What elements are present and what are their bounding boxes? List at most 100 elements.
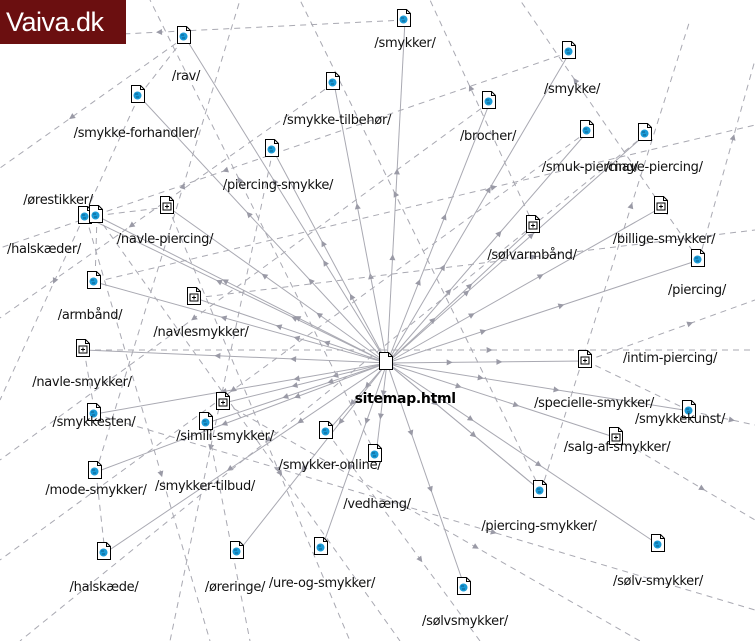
- page-icon: [379, 352, 393, 370]
- cross-edge-line: [585, 360, 691, 412]
- external-edge-arrow: [237, 176, 244, 184]
- external-edge-arrow: [530, 254, 537, 261]
- external-edge-line: [585, 299, 755, 362]
- edge-arrow: [431, 399, 438, 406]
- folder-page-icon: [609, 427, 623, 445]
- edge-arrow: [297, 417, 305, 424]
- external-edge-line: [167, 206, 351, 641]
- web-page-icon: [482, 91, 496, 109]
- node-label: /rav/: [171, 69, 201, 84]
- node-label: /smykker-tilbud/: [155, 479, 255, 494]
- external-edge-arrow: [393, 191, 400, 198]
- external-edge-arrow: [179, 183, 186, 190]
- web-page-icon: [319, 421, 333, 439]
- external-edge-line: [169, 149, 274, 641]
- edge-arrow: [294, 392, 301, 399]
- node-label: /smykke/: [543, 82, 601, 97]
- edge-arrow: [553, 386, 560, 393]
- node-label: /billige-smykker/: [612, 232, 716, 247]
- edge-arrow: [222, 279, 229, 285]
- external-edge-line: [96, 215, 401, 641]
- external-edge-arrow: [627, 202, 634, 210]
- node-label: /salg-af-smykker/: [563, 440, 671, 455]
- folder-page-icon: [526, 215, 540, 233]
- web-page-icon: [368, 444, 382, 462]
- edge-arrow: [327, 378, 334, 384]
- edge-arrow: [485, 186, 491, 194]
- external-edge-line: [0, 101, 491, 461]
- external-edge-line: [540, 19, 691, 492]
- external-edge-arrow: [222, 166, 229, 173]
- web-page-icon: [580, 120, 594, 138]
- web-page-icon: [533, 480, 547, 498]
- node-label: /smykker-online/: [278, 458, 382, 473]
- edge-line: [184, 36, 388, 364]
- edge-arrow: [468, 313, 475, 319]
- external-edge-arrow: [573, 77, 580, 85]
- edge-arrow: [446, 359, 453, 366]
- edge-line: [386, 133, 647, 364]
- edge-line: [83, 349, 388, 364]
- web-page-icon: [230, 541, 244, 559]
- edge-arrow: [527, 233, 534, 240]
- edge-arrow: [316, 312, 324, 319]
- node-label: /halskæder/: [7, 242, 81, 257]
- node-label: /piercing-smykke/: [222, 178, 334, 193]
- edge-arrow: [272, 178, 279, 186]
- external-edge-line: [0, 82, 335, 319]
- edge-arrow: [216, 280, 223, 286]
- folder-page-icon: [187, 287, 201, 305]
- external-edge-arrow: [208, 443, 215, 451]
- web-page-icon: [326, 72, 340, 90]
- node-label: /ørestikker/: [23, 193, 93, 208]
- edge-arrow: [427, 485, 433, 493]
- web-page-icon: [638, 123, 652, 141]
- edge-line: [237, 362, 388, 553]
- edge-arrow: [282, 393, 289, 399]
- external-edge-line: [429, 0, 535, 227]
- external-edge-arrow: [230, 385, 237, 392]
- web-page-icon: [682, 400, 696, 418]
- external-edge-arrow: [486, 347, 493, 353]
- cross-edge-line: [138, 36, 186, 97]
- edge-arrow: [290, 356, 297, 363]
- edge-line: [194, 297, 388, 364]
- edge-arrow: [350, 398, 357, 406]
- edge-arrow: [445, 288, 452, 296]
- graph-edges: [83, 19, 700, 589]
- edge-line: [85, 216, 388, 364]
- folder-page-icon: [654, 196, 668, 214]
- edge-line: [138, 95, 388, 364]
- edge-line: [386, 362, 542, 492]
- web-page-icon: [199, 412, 213, 430]
- edge-arrow: [308, 278, 315, 285]
- edge-arrow: [246, 211, 253, 219]
- edge-arrow: [348, 463, 355, 471]
- edge-line: [386, 362, 660, 546]
- edge-arrow: [354, 203, 361, 210]
- edge-arrow: [479, 329, 487, 335]
- edge-line: [206, 362, 388, 424]
- node-label: /sølvsmykker/: [422, 614, 508, 629]
- edge-arrow: [477, 374, 484, 381]
- brand-logo[interactable]: Vaiva.dk: [0, 0, 126, 44]
- external-edge-line: [85, 216, 211, 641]
- edge-arrow: [415, 279, 421, 286]
- external-edge-arrow: [128, 221, 136, 228]
- edge-line: [326, 362, 388, 433]
- edge-arrow: [291, 382, 299, 388]
- edge-arrow: [455, 382, 462, 389]
- folder-page-icon: [76, 339, 90, 357]
- edge-arrow: [536, 274, 544, 280]
- external-edge-line: [94, 413, 755, 611]
- node-label: /brocher/: [459, 129, 517, 144]
- edge-arrow: [557, 303, 565, 310]
- web-page-icon: [651, 534, 665, 552]
- external-edge-line: [94, 124, 755, 283]
- web-page-icon: [89, 205, 103, 223]
- node-label: /øreringe/: [204, 580, 266, 595]
- edge-line: [94, 362, 388, 415]
- node-label: /piercing/: [668, 283, 726, 298]
